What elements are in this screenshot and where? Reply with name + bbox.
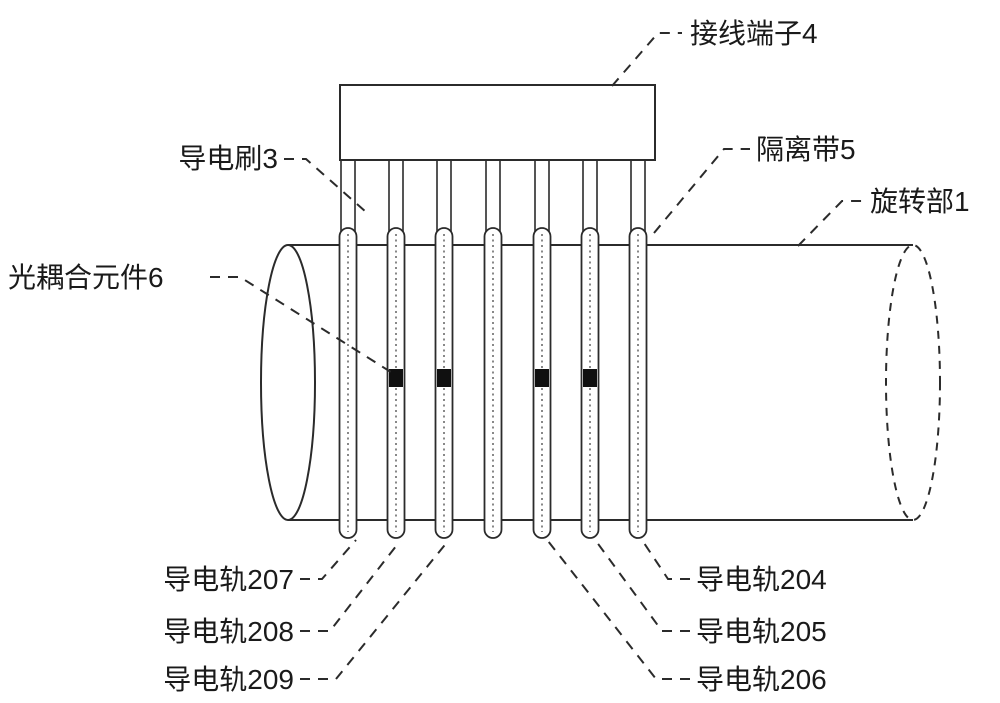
optical-coupling-element: [437, 369, 451, 387]
leader-rail-205: [595, 540, 690, 632]
labels: 接线端子4 导电刷3 隔离带5 旋转部1 光耦合元件6 导电轨207 导电轨20…: [8, 18, 970, 695]
leader-isolation-band: [653, 148, 750, 234]
leader-rail-204: [641, 539, 690, 580]
conductive-rail-middle: [483, 227, 503, 539]
rotating-drum: [260, 244, 941, 521]
drum-right-end: [885, 244, 941, 521]
leader-rail-209: [300, 540, 449, 680]
conductive-rail-204: [628, 227, 648, 539]
leader-optical-coupling: [210, 276, 395, 375]
label-terminal-block: 接线端子4: [690, 18, 818, 49]
optical-coupling-elements: [389, 369, 597, 387]
drum-left-end: [260, 244, 316, 521]
conductive-rails: [338, 227, 648, 539]
leader-rail-208: [300, 540, 401, 632]
label-rail-209: 导电轨209: [163, 664, 294, 695]
optical-coupling-element: [583, 369, 597, 387]
terminal-block: [339, 84, 656, 161]
leader-rail-206: [547, 540, 690, 680]
leader-conductive-brush: [284, 158, 367, 213]
conductive-rail-207: [338, 227, 358, 539]
label-rail-206: 导电轨206: [696, 664, 827, 695]
optical-coupling-element: [389, 369, 403, 387]
leader-lines: [210, 32, 864, 680]
label-isolation-band: 隔离带5: [756, 134, 856, 165]
leader-terminal-block: [611, 32, 682, 87]
label-rail-205: 导电轨205: [696, 616, 827, 647]
label-conductive-brush: 导电刷3: [178, 143, 278, 174]
leader-rail-207: [300, 539, 357, 580]
label-rotating-part: 旋转部1: [870, 186, 970, 217]
label-rail-208: 导电轨208: [163, 616, 294, 647]
label-optical-coupling: 光耦合元件6: [8, 262, 164, 293]
label-rail-207: 导电轨207: [163, 564, 294, 595]
label-rail-204: 导电轨204: [696, 564, 827, 595]
leader-rotating-part: [797, 200, 864, 247]
optical-coupling-element: [535, 369, 549, 387]
